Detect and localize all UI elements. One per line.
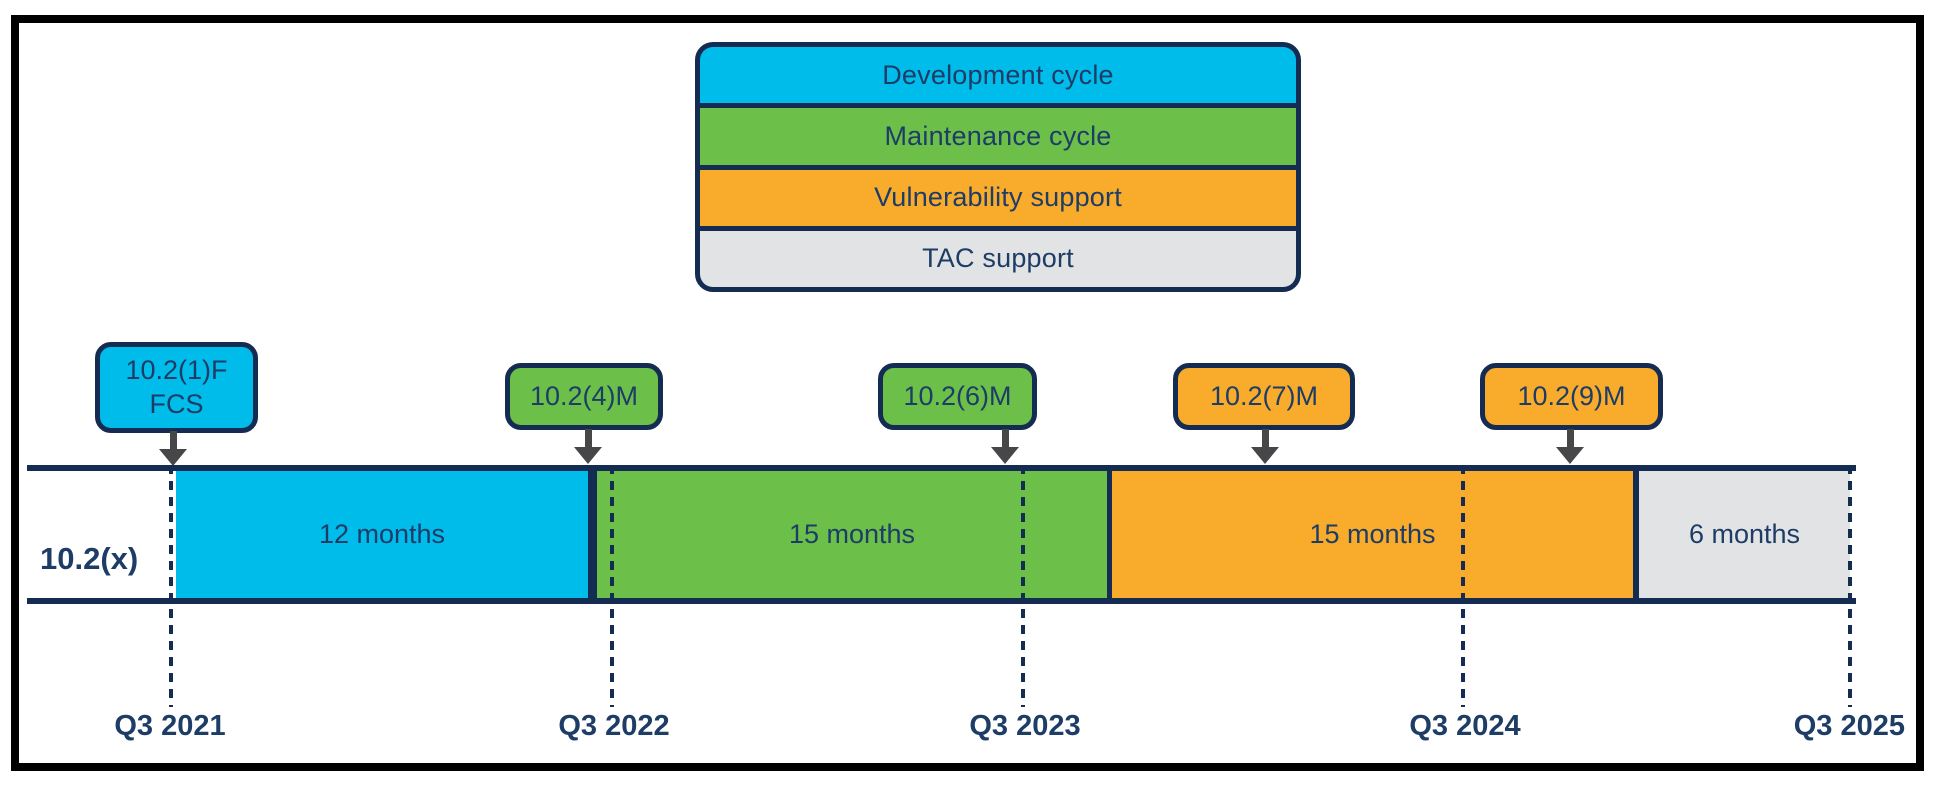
arrow-head (574, 447, 602, 464)
segment-development-cycle: 12 months (176, 471, 588, 598)
milestone-label: 10.2(7)M (1209, 380, 1319, 411)
arrow-head (1556, 447, 1584, 464)
axis-label-q3-2025: Q3 2025 (1793, 710, 1905, 742)
segment-vulnerability-support: 15 months (1112, 471, 1633, 598)
legend-item-tac-support: TAC support (700, 225, 1296, 287)
milestone-10-2-6-m: 10.2(6)M (878, 363, 1037, 430)
segment-duration-label: 12 months (318, 519, 446, 549)
down-arrow-icon (991, 429, 1019, 464)
milestone-10-2-4-m: 10.2(4)M (505, 363, 663, 430)
axis-label-q3-2021: Q3 2021 (114, 710, 226, 742)
legend-item-development-cycle: Development cycle (700, 47, 1296, 104)
tick-line-q3-2022 (610, 465, 614, 707)
segment-maintenance-cycle: 15 months (597, 471, 1107, 598)
segment-tac-support: 6 months (1639, 471, 1850, 598)
milestone-label: 10.2(9)M (1517, 380, 1626, 411)
arrow-stem (1001, 429, 1009, 447)
down-arrow-icon (1556, 429, 1584, 464)
tick-line-q3-2023 (1021, 465, 1025, 707)
milestone-label: 10.2(6)M (903, 380, 1012, 411)
milestone-label: 10.2(4)M (529, 380, 639, 411)
tick-line-q3-2021 (169, 465, 173, 707)
down-arrow-icon (574, 429, 602, 464)
milestone-10-2-1-f-fcs: 10.2(1)F FCS (95, 342, 258, 433)
arrow-stem (1566, 429, 1574, 447)
segment-duration-label: 6 months (1688, 519, 1801, 549)
legend-item-vulnerability-support: Vulnerability support (700, 164, 1296, 226)
release-train-label: 10.2(x) (40, 541, 139, 576)
segment-divider (1633, 465, 1639, 604)
milestone-label: 10.2(1)F (125, 354, 228, 385)
arrow-head (1251, 447, 1279, 464)
tick-line-q3-2024 (1461, 465, 1465, 707)
segment-divider (588, 465, 597, 604)
segment-duration-label: 15 months (788, 519, 916, 549)
timeline-top-border (27, 465, 1856, 471)
tick-line-q3-2025 (1848, 465, 1852, 707)
segment-duration-label: 15 months (1309, 519, 1436, 549)
arrow-stem (169, 431, 177, 449)
legend: Development cycle Maintenance cycle Vuln… (695, 42, 1301, 292)
arrow-stem (584, 429, 592, 447)
milestone-10-2-9-m: 10.2(9)M (1480, 363, 1663, 430)
axis-label-q3-2022: Q3 2022 (558, 710, 670, 742)
arrow-head (991, 447, 1019, 464)
axis-label-q3-2024: Q3 2024 (1409, 710, 1521, 742)
down-arrow-icon (1251, 429, 1279, 464)
down-arrow-icon (159, 431, 187, 466)
axis-label-q3-2023: Q3 2023 (969, 710, 1081, 742)
legend-item-maintenance-cycle: Maintenance cycle (700, 103, 1296, 165)
arrow-head (159, 449, 187, 466)
segment-divider (1107, 465, 1112, 604)
timeline-bottom-border (27, 598, 1856, 604)
milestone-10-2-7-m: 10.2(7)M (1173, 363, 1355, 430)
milestone-sublabel: FCS (149, 388, 204, 419)
arrow-stem (1261, 429, 1269, 447)
outer-border (11, 15, 1924, 771)
